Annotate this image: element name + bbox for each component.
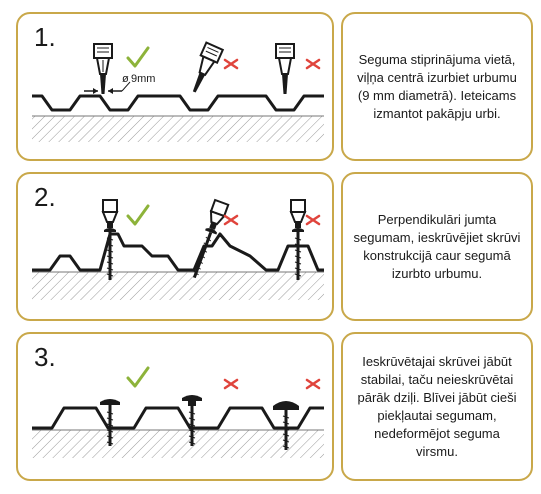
diameter-arrows (84, 81, 131, 94)
step-2-illustration: 2. (16, 172, 334, 321)
step-number: 1. (34, 22, 56, 52)
step-3-text-box: Ieskrūvētajai skrūvei jābūt stabilai, ta… (341, 332, 533, 481)
step-3-instructions: Ieskrūvētajai skrūvei jābūt stabilai, ta… (357, 353, 517, 459)
drill-straight (93, 43, 113, 94)
step-2-instructions: Perpendikulāri jumta segumam, ieskrūvēji… (353, 211, 521, 281)
diameter-symbol: ø (122, 73, 129, 85)
diameter-label: 9mm (131, 73, 155, 85)
step-1-instructions: Seguma stiprinājuma vietā, viļņa centrā … (357, 51, 517, 121)
screw-too-loose (182, 395, 202, 446)
cross-icon (223, 378, 239, 390)
cross-icon (305, 378, 321, 390)
structure-hatch (32, 272, 324, 300)
structure-hatch (32, 116, 324, 142)
cross-icon (223, 58, 239, 70)
step-1-drawing: ø 9mm (32, 41, 324, 142)
screw-tilted (192, 198, 230, 279)
cross-icon (305, 58, 321, 70)
step-2-drawing (32, 198, 324, 300)
screw-perpendicular (101, 199, 119, 280)
step-number: 3. (34, 342, 56, 372)
screw-correct-tightness (100, 399, 120, 446)
step-2-text-box: Perpendikulāri jumta segumam, ieskrūvēji… (341, 172, 533, 321)
corrugated-sheet (32, 406, 324, 430)
structure-hatch (32, 430, 324, 458)
drill-on-crest (275, 43, 295, 94)
corrugated-sheet (32, 232, 324, 272)
step-1-illustration: 1. ø 9mm (16, 12, 334, 161)
corrugated-sheet (32, 94, 324, 112)
cross-icon (305, 214, 321, 226)
screw-on-crest (289, 199, 307, 280)
check-icon (126, 46, 150, 68)
check-icon (126, 204, 150, 226)
check-icon (126, 366, 150, 388)
drill-tilted (192, 41, 225, 93)
step-number: 2. (34, 182, 56, 212)
step-1-text-box: Seguma stiprinājuma vietā, viļņa centrā … (341, 12, 533, 161)
cross-icon (223, 214, 239, 226)
step-3-illustration: 3. (16, 332, 334, 481)
step-3-drawing (32, 366, 324, 458)
screw-too-deep (273, 401, 299, 450)
